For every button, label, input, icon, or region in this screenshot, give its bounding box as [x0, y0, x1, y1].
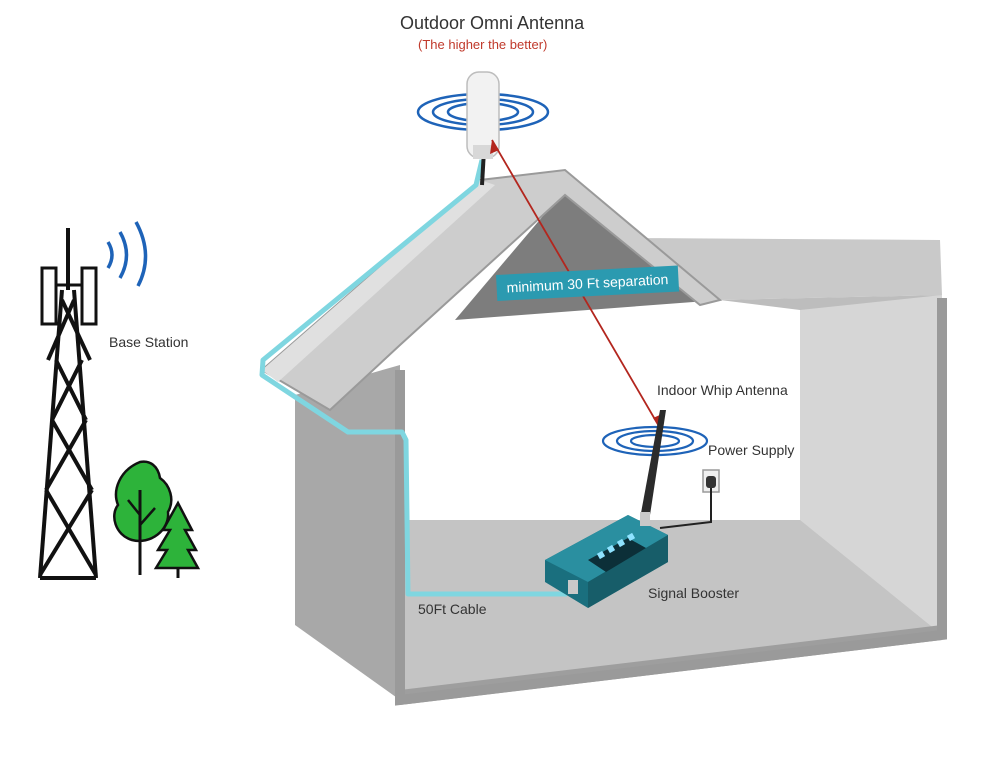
house-roof [260, 168, 723, 412]
outdoor-antenna-label: Outdoor Omni Antenna [400, 13, 585, 33]
house-back-gable [565, 175, 942, 300]
base-station-label: Base Station [109, 334, 189, 350]
signal-waves-icon [106, 221, 148, 287]
house-interior-wall [400, 310, 800, 520]
outdoor-antenna [416, 71, 550, 159]
house-floor [400, 520, 942, 700]
house [260, 168, 947, 706]
higher-better-note: (The higher the better) [418, 37, 548, 52]
signal-booster-label: Signal Booster [648, 585, 740, 601]
indoor-whip-antenna [601, 410, 709, 515]
indoor-antenna-label: Indoor Whip Antenna [657, 382, 788, 398]
base-station-tower [38, 228, 98, 580]
cable-label: 50Ft Cable [418, 601, 487, 617]
house-roof-front [262, 180, 495, 382]
power-supply-label: Power Supply [708, 442, 795, 458]
signal-booster-device [545, 512, 668, 608]
house-left-wall [295, 365, 400, 700]
power-outlet [659, 469, 720, 529]
coax-cable [259, 159, 567, 597]
tree-icon [113, 460, 201, 578]
house-right-wall [800, 295, 942, 635]
house-front-frame [395, 298, 947, 706]
